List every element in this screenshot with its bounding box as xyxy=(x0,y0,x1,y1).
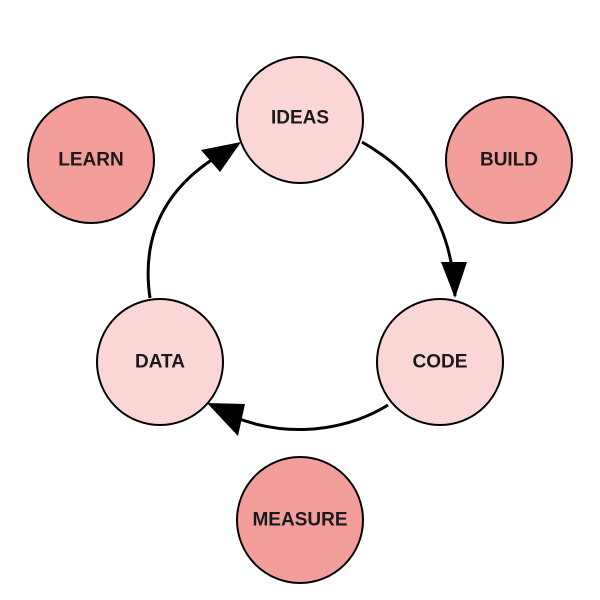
phase-measure-circle xyxy=(236,456,364,584)
node-code-label: CODE xyxy=(413,352,468,373)
arrowhead-ideas xyxy=(201,142,241,172)
phase-learn-circle xyxy=(27,96,155,224)
node-ideas: IDEAS xyxy=(236,56,364,184)
phase-build-label: BUILD xyxy=(480,150,538,171)
node-data-circle xyxy=(96,298,224,426)
phase-build-circle xyxy=(445,96,573,224)
arrow-ideas-to-code xyxy=(361,140,457,297)
phase-measure: MEASURE xyxy=(236,456,364,584)
phase-measure-label: MEASURE xyxy=(252,510,347,531)
phase-learn: LEARN xyxy=(27,96,155,224)
node-data-label: DATA xyxy=(135,352,185,373)
phase-learn-label: LEARN xyxy=(58,150,123,171)
node-code: CODE xyxy=(376,298,504,426)
phase-build: BUILD xyxy=(445,96,573,224)
arrowhead-data xyxy=(207,403,245,436)
arrowhead-code xyxy=(441,262,467,298)
node-code-circle xyxy=(376,298,504,426)
node-ideas-circle xyxy=(236,56,364,184)
node-ideas-label: IDEAS xyxy=(271,108,329,129)
node-data: DATA xyxy=(96,298,224,426)
arrow-data-to-ideas xyxy=(146,143,239,299)
